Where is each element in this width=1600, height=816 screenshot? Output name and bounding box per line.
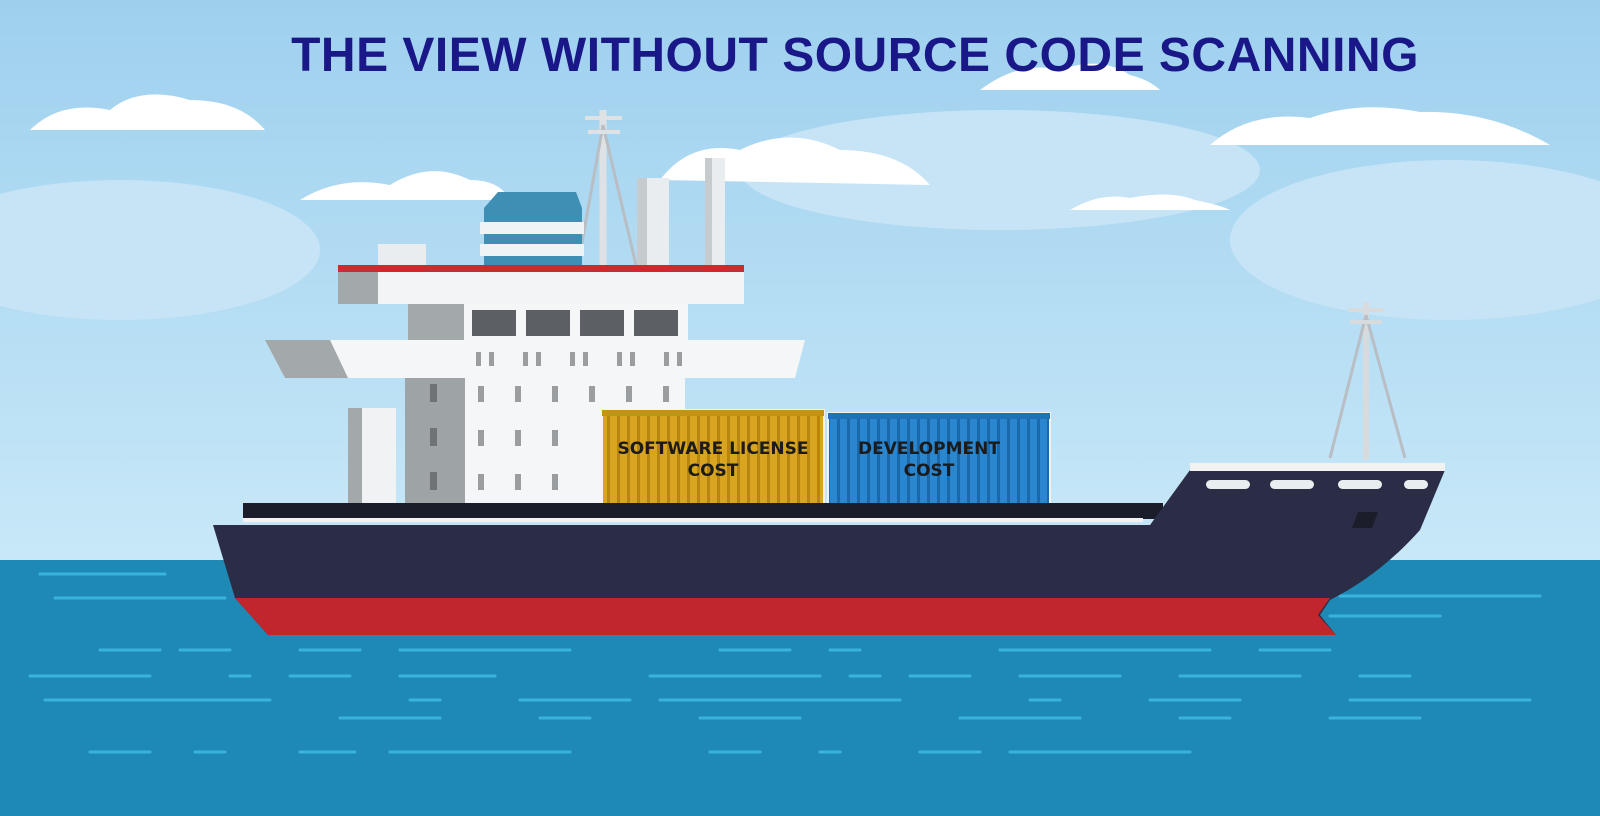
cloud [1070, 194, 1230, 210]
container-software-license [601, 409, 825, 506]
container-development [827, 412, 1051, 506]
hull [213, 463, 1445, 635]
porthole-grid [430, 352, 682, 490]
software-license-label-line1: SOFTWARE LICENSE [617, 439, 809, 459]
development-label-line2: COST [903, 461, 955, 481]
stack [637, 178, 647, 274]
rear-mast [576, 110, 638, 270]
wave-lines [28, 572, 1542, 754]
cloud [1210, 107, 1550, 145]
development-label: DEVELOPMENT COST [818, 438, 1040, 482]
page-title: THE VIEW WITHOUT SOURCE CODE SCANNING [291, 29, 1419, 82]
deck-rail [243, 518, 1143, 522]
deck [243, 503, 1163, 519]
stack [705, 158, 712, 274]
cloud [30, 94, 265, 130]
software-license-label: SOFTWARE LICENSE COST [602, 438, 824, 482]
cloud [300, 171, 510, 200]
cloud [980, 63, 1160, 90]
front-mast [1328, 302, 1407, 460]
clouds [30, 63, 1550, 210]
development-label-line1: DEVELOPMENT [858, 439, 1000, 459]
software-license-label-line2: COST [687, 461, 739, 481]
funnel [480, 192, 584, 270]
cloud [660, 137, 930, 185]
